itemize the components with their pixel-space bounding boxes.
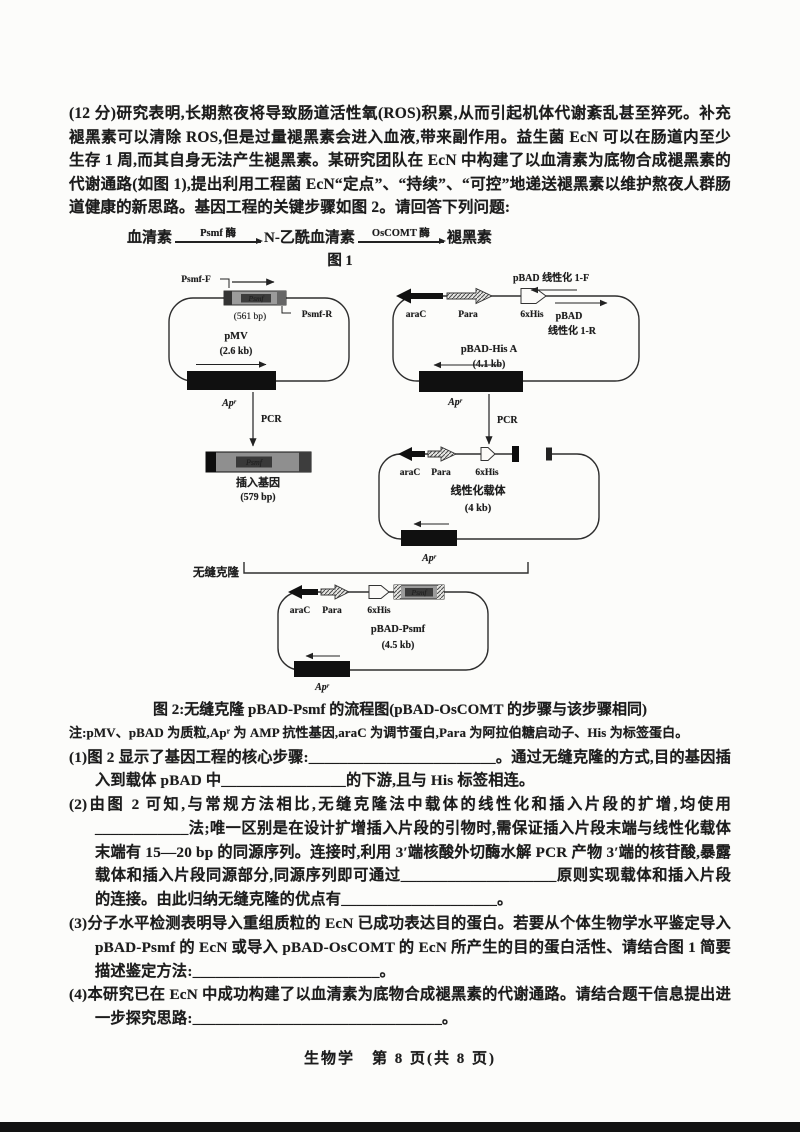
label-pmv-size: (2.6 kb)	[220, 346, 253, 357]
linear-his-tag	[480, 446, 496, 461]
psmf-r-connector	[281, 305, 291, 313]
insert-fragment: Psmf	[205, 451, 312, 472]
label-pbad-primer-f: pBAD 线性化 1-F	[513, 271, 589, 284]
figure1-pathway: 血清素 Psmf 酶 N-乙酰血清素 OsCOMT 酶 褪黑素	[127, 226, 731, 247]
label-insert: 插入基因	[236, 475, 280, 489]
linear-ap-gene	[401, 529, 457, 546]
label-insert-gene: Psmf	[245, 458, 264, 467]
label-linear-his6: 6xHis	[475, 468, 499, 478]
label-product-arac: araC	[290, 606, 311, 616]
psmf-f-connector	[220, 278, 230, 288]
scan-edge-bar	[0, 1122, 800, 1132]
seamless-bracket	[243, 561, 529, 574]
page-content: (12 分)研究表明,长期熬夜将导致肠道活性氧(ROS)积累,从而引起机体代谢紊…	[69, 0, 731, 1031]
question-1: (1)图 2 显示了基因工程的核心步骤:____________________…	[69, 748, 731, 790]
pmv-ap-gene	[187, 370, 276, 390]
product-his-tag	[368, 584, 390, 599]
label-seamless: 无缝克隆	[192, 565, 239, 579]
arrow-right-icon	[175, 238, 264, 244]
label-pbad-his6: 6xHis	[520, 310, 544, 320]
linear-vector-gap	[518, 446, 547, 461]
label-product-para: Para	[322, 606, 342, 616]
linear-vector-end2	[546, 447, 552, 460]
label-linear-vector: 线性化载体	[451, 483, 507, 497]
label-psmf-r: Psmf-R	[302, 310, 333, 320]
label-pbad-ap: Apʳ	[447, 397, 463, 408]
reaction-arrow-1: Psmf 酶	[175, 228, 264, 244]
question-3: (3)分子水平检测表明导入重组质粒的 EcN 已成功表达目的蛋白。若要从个体生物…	[69, 915, 731, 980]
figure1-caption: 图 1	[327, 252, 353, 269]
arrow-right-icon	[357, 238, 446, 244]
label-product-size: (4.5 kb)	[382, 640, 415, 651]
product-arac-arrow	[288, 584, 318, 599]
label-pcr-right: PCR	[497, 415, 518, 426]
label-psmf-gene-size: (561 bp)	[234, 311, 266, 322]
product-para-arrow	[320, 583, 351, 600]
label-linear-para: Para	[431, 468, 451, 478]
label-pmv-ap: Apʳ	[221, 398, 237, 409]
pbad-his-tag	[520, 287, 547, 304]
fig1-product: 褪黑素	[446, 229, 492, 246]
label-pbad-para: Para	[458, 310, 478, 320]
label-psmf-f: Psmf-F	[181, 275, 211, 285]
label-linear-size: (4 kb)	[465, 503, 492, 514]
label-product-name: pBAD-Psmf	[371, 624, 426, 635]
label-pbad-word: pBAD	[556, 311, 583, 322]
label-product-ap: Apʳ	[314, 682, 330, 693]
fig1-intermediate: N-乙酰血清素	[264, 229, 355, 246]
pbad-ap-gene	[419, 370, 523, 392]
label-product-gene: Psmf	[411, 588, 428, 597]
label-pbad-primer-r: 线性化 1-R	[548, 324, 597, 337]
product-psmf-gene: Psmf	[393, 584, 445, 599]
reaction-arrow-2: OsCOMT 酶	[357, 228, 446, 244]
figure2-diagram: Psmf Psmf-F (561 bp) Psmf-R pMV (2.6 kb)…	[168, 271, 640, 693]
product-ap-gene	[294, 660, 350, 677]
figure2-note: 注:pMV、pBAD 为质粒,Apʳ 为 AMP 抗性基因,araC 为调节蛋白…	[69, 724, 689, 740]
fig1-enzyme2-label: OsCOMT 酶	[371, 228, 430, 239]
linear-vector-end1	[512, 445, 519, 462]
pbad-arac-arrow	[396, 288, 443, 303]
label-insert-size: (579 bp)	[240, 492, 275, 503]
label-linear-ap: Apʳ	[421, 553, 437, 564]
question-list: (1)图 2 显示了基因工程的核心步骤:____________________…	[69, 746, 731, 1032]
label-pcr-left: PCR	[261, 414, 282, 425]
pbad-para-arrow	[446, 287, 494, 304]
fig1-enzyme1-label: Psmf 酶	[200, 228, 236, 239]
linear-para-arrow	[427, 445, 458, 462]
question-2: (2)由图 2 可知,与常规方法相比,无缝克隆法中载体的线性化和插入片段的扩增,…	[69, 796, 731, 909]
label-pbad-name: pBAD-His A	[461, 344, 518, 355]
label-pmv-gene: Psmf	[248, 294, 265, 303]
label-pbad-arac: araC	[406, 310, 427, 320]
intro-paragraph: (12 分)研究表明,长期熬夜将导致肠道活性氧(ROS)积累,从而引起机体代谢紊…	[69, 105, 731, 216]
label-linear-arac: araC	[400, 468, 421, 478]
linear-arac-arrow	[398, 446, 425, 461]
pbad-his-plasmid	[392, 294, 640, 382]
figure2-caption: 图 2:无缝克隆 pBAD-Psmf 的流程图(pBAD-OsCOMT 的步骤与…	[153, 701, 647, 718]
label-product-his6: 6xHis	[367, 606, 391, 616]
pmv-psmf-gene: Psmf	[223, 290, 287, 305]
fig1-substrate: 血清素	[127, 229, 173, 246]
page-footer: 生物学 第 8 页(共 8 页)	[304, 1051, 496, 1068]
question-4: (4)本研究已在 EcN 中成功构建了以血清素为底物合成褪黑素的代谢通路。请结合…	[69, 986, 731, 1028]
label-pmv-name: pMV	[224, 331, 248, 342]
